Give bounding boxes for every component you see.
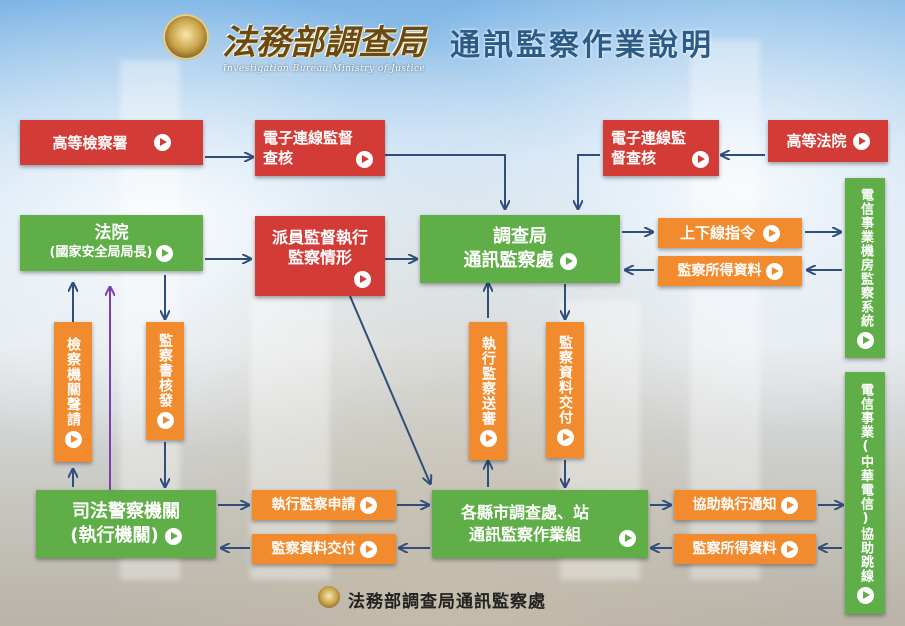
play-icon: [692, 151, 709, 168]
telecom-room-box[interactable]: 電信事業機房監察系統: [845, 178, 885, 358]
play-icon: [354, 271, 371, 288]
play-icon: [856, 586, 874, 604]
data-right-top-label: 監察所得資料: [677, 263, 762, 279]
play-icon: [852, 132, 870, 150]
local-label: 各縣市調查處、站: [460, 503, 589, 522]
play-icon: [780, 496, 798, 514]
play-icon: [763, 224, 780, 242]
header-subtitle: 通訊監察作業說明: [450, 28, 714, 63]
warrant-issue-label: 監察書核發: [157, 333, 173, 408]
play-icon: [856, 331, 874, 349]
telecom-cht-label: 電信事業(中華電信)協助跳線: [858, 382, 873, 583]
dispatch-box[interactable]: 派員監督執行監察情形: [255, 216, 385, 296]
e-review-left-box[interactable]: 電子連線監督查核: [255, 120, 385, 176]
high-court-box[interactable]: 高等法院: [768, 120, 888, 162]
assist-notice-box[interactable]: 協助執行通知: [674, 490, 816, 520]
high-prosecutor-label: 高等檢察署: [52, 133, 128, 152]
play-icon: [619, 530, 636, 547]
data-right-bottom-box[interactable]: 監察所得資料: [674, 534, 816, 564]
court-sublabel: (國家安全局局長): [49, 245, 153, 260]
warrant-issue-box[interactable]: 監察書核發: [146, 322, 184, 440]
e-review-right-box[interactable]: 電子連線監督查核: [603, 120, 719, 176]
telecom-room-label: 電信事業機房監察系統: [858, 187, 873, 328]
arrow-dispatch-to-local: [349, 295, 430, 483]
dispatch-label: 派員監督執行監察情形: [271, 228, 368, 267]
play-icon: [359, 540, 377, 558]
emblem-icon: [163, 14, 209, 60]
court-box[interactable]: 法院 (國家安全局局長): [20, 215, 203, 271]
header-title: 法務部調查局: [222, 23, 426, 63]
exec-review-label: 執行監察送審: [480, 335, 496, 426]
arrow-review-right-to-bureau: [578, 154, 600, 208]
play-icon: [780, 540, 798, 558]
data-transfer-bottom-box[interactable]: 監察資料交付: [252, 534, 396, 564]
header-english-subtitle: Investigation Bureau,Ministry of Justice: [223, 64, 426, 74]
exec-apply-box[interactable]: 執行監察申請: [252, 490, 396, 520]
footer-text: 法務部調查局通訊監察處: [348, 592, 546, 612]
data-transfer-bottom-label: 監察資料交付: [271, 541, 356, 557]
assist-notice-label: 協助執行通知: [692, 497, 777, 513]
prosecutor-request-box[interactable]: 檢察機關聲請: [54, 322, 92, 462]
police-label: 司法警察機關: [72, 501, 180, 522]
police-sublabel: (執行機關): [70, 525, 159, 546]
exec-apply-label: 執行監察申請: [271, 497, 356, 513]
play-icon: [164, 527, 182, 545]
data-right-bottom-label: 監察所得資料: [692, 541, 777, 557]
up-down-box[interactable]: 上下線指令: [658, 218, 802, 248]
data-transfer-mid-label: 監察資料交付: [557, 334, 573, 425]
bureau-box[interactable]: 調查局 通訊監察處: [420, 215, 620, 283]
local-sublabel: 通訊監察作業組: [468, 525, 581, 544]
play-icon: [559, 252, 577, 270]
bureau-sublabel: 通訊監察處: [463, 250, 554, 271]
play-icon: [765, 262, 783, 280]
arrow-review-left-to-bureau: [385, 154, 505, 208]
footer-emblem-icon: [318, 586, 340, 608]
telecom-cht-box[interactable]: 電信事業(中華電信)協助跳線: [845, 372, 885, 614]
play-icon: [479, 429, 497, 447]
exec-review-box[interactable]: 執行監察送審: [469, 322, 507, 460]
play-icon: [156, 412, 174, 429]
police-box[interactable]: 司法警察機關 (執行機關): [36, 490, 216, 558]
bureau-label: 調查局: [493, 226, 547, 247]
data-right-top-box[interactable]: 監察所得資料: [658, 256, 802, 286]
court-label: 法院: [94, 223, 129, 243]
play-icon: [153, 134, 171, 151]
play-icon: [64, 430, 82, 448]
play-icon: [556, 428, 574, 446]
up-down-label: 上下線指令: [679, 224, 755, 242]
e-review-left-label: 電子連線監督查核: [263, 129, 354, 167]
play-icon: [359, 496, 377, 514]
high-prosecutor-box[interactable]: 高等檢察署: [20, 120, 203, 165]
high-court-label: 高等法院: [786, 132, 847, 150]
data-transfer-mid-box[interactable]: 監察資料交付: [546, 322, 584, 458]
e-review-right-label: 電子連線監督查核: [611, 129, 687, 167]
local-box[interactable]: 各縣市調查處、站 通訊監察作業組: [432, 490, 648, 558]
play-icon: [356, 151, 373, 168]
play-icon: [156, 244, 174, 262]
prosecutor-request-label: 檢察機關聲請: [65, 336, 81, 427]
